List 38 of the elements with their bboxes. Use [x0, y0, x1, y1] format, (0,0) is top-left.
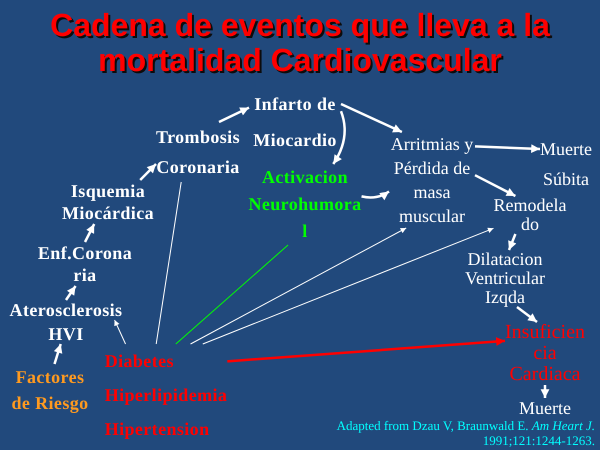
arrow	[332, 110, 346, 165]
arrow	[227, 337, 506, 363]
event-label: Infarto de Miocardio	[249, 86, 341, 158]
risk-factor-label: Hiperlipidemia	[104, 384, 228, 407]
event-label: HVI	[48, 324, 84, 344]
event-label: Trombosis Coronaria	[156, 122, 240, 182]
event-label: Arritmias y Pérdida de masa muscular	[389, 132, 475, 228]
event-label: Muerte Súbita	[540, 134, 592, 194]
arrow	[540, 385, 550, 398]
arrow	[202, 228, 494, 344]
event-label: Activacion Neurohumora l	[248, 164, 362, 245]
event-label: Enf.Corona ria	[38, 242, 132, 286]
arrow	[508, 234, 517, 250]
arrow	[361, 190, 390, 200]
connector-line	[156, 182, 182, 344]
arrow	[218, 106, 250, 124]
arrow	[64, 285, 77, 301]
arrow	[340, 102, 402, 134]
arrow	[53, 344, 62, 364]
event-label: Muerte	[519, 398, 571, 418]
category-label: Factores de Riesgo	[5, 364, 95, 416]
event-label: Insuficien cia Cardiaca	[505, 322, 585, 385]
event-label: Remodela do	[494, 196, 566, 234]
arrow	[190, 228, 407, 344]
citation-text: Adapted from Dzau V, Braunwald E. Am Heart J. 1991;121:1244-1263.	[336, 418, 595, 448]
risk-factor-label: Diabetes	[104, 350, 175, 373]
event-label: Dilatacion Ventricular Izqda	[465, 250, 545, 307]
arrow	[516, 306, 538, 323]
arrow	[114, 320, 126, 344]
event-label: Aterosclerosis	[10, 300, 122, 320]
risk-factor-label: Hipertension	[104, 418, 210, 441]
arrow	[474, 144, 540, 154]
connector-line	[175, 244, 289, 344]
arrow	[139, 163, 157, 181]
title: Cadena de eventos que lleva a la mortalidad Cardiovascular	[49, 8, 552, 78]
event-label: Isquemia Miocárdica	[62, 180, 154, 224]
arrow	[474, 174, 516, 198]
arrow	[84, 223, 96, 243]
